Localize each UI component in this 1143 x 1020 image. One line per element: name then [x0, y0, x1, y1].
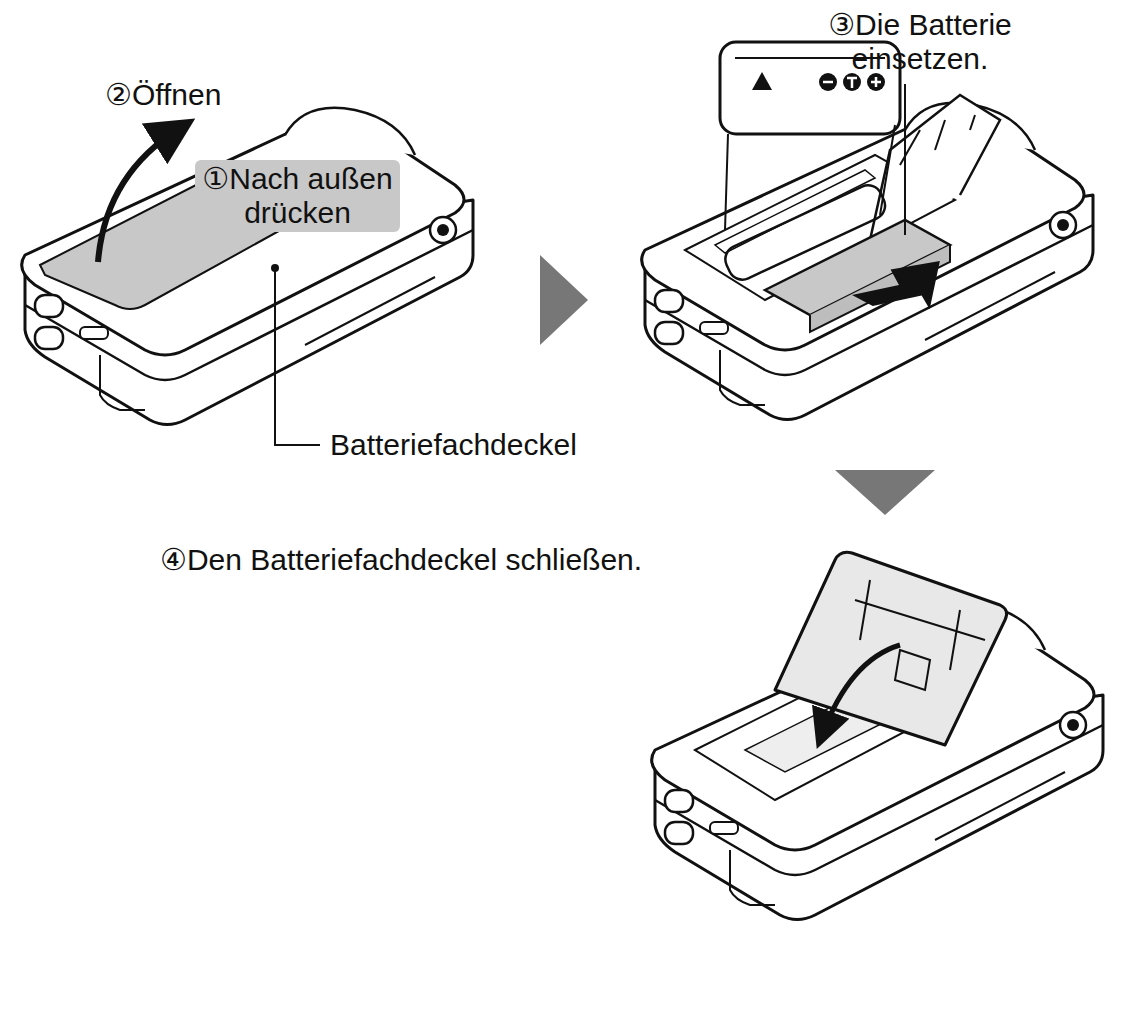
- step-label: ②Öffnen: [105, 78, 221, 112]
- step-label: ③Die Batterie einsetzen.: [775, 8, 1065, 76]
- part-name: Batteriefachdeckel: [330, 428, 577, 462]
- step-label: ④Den Batteriefachdeckel schließen.: [160, 543, 642, 577]
- step-label: ①Nach außen drücken: [195, 160, 400, 232]
